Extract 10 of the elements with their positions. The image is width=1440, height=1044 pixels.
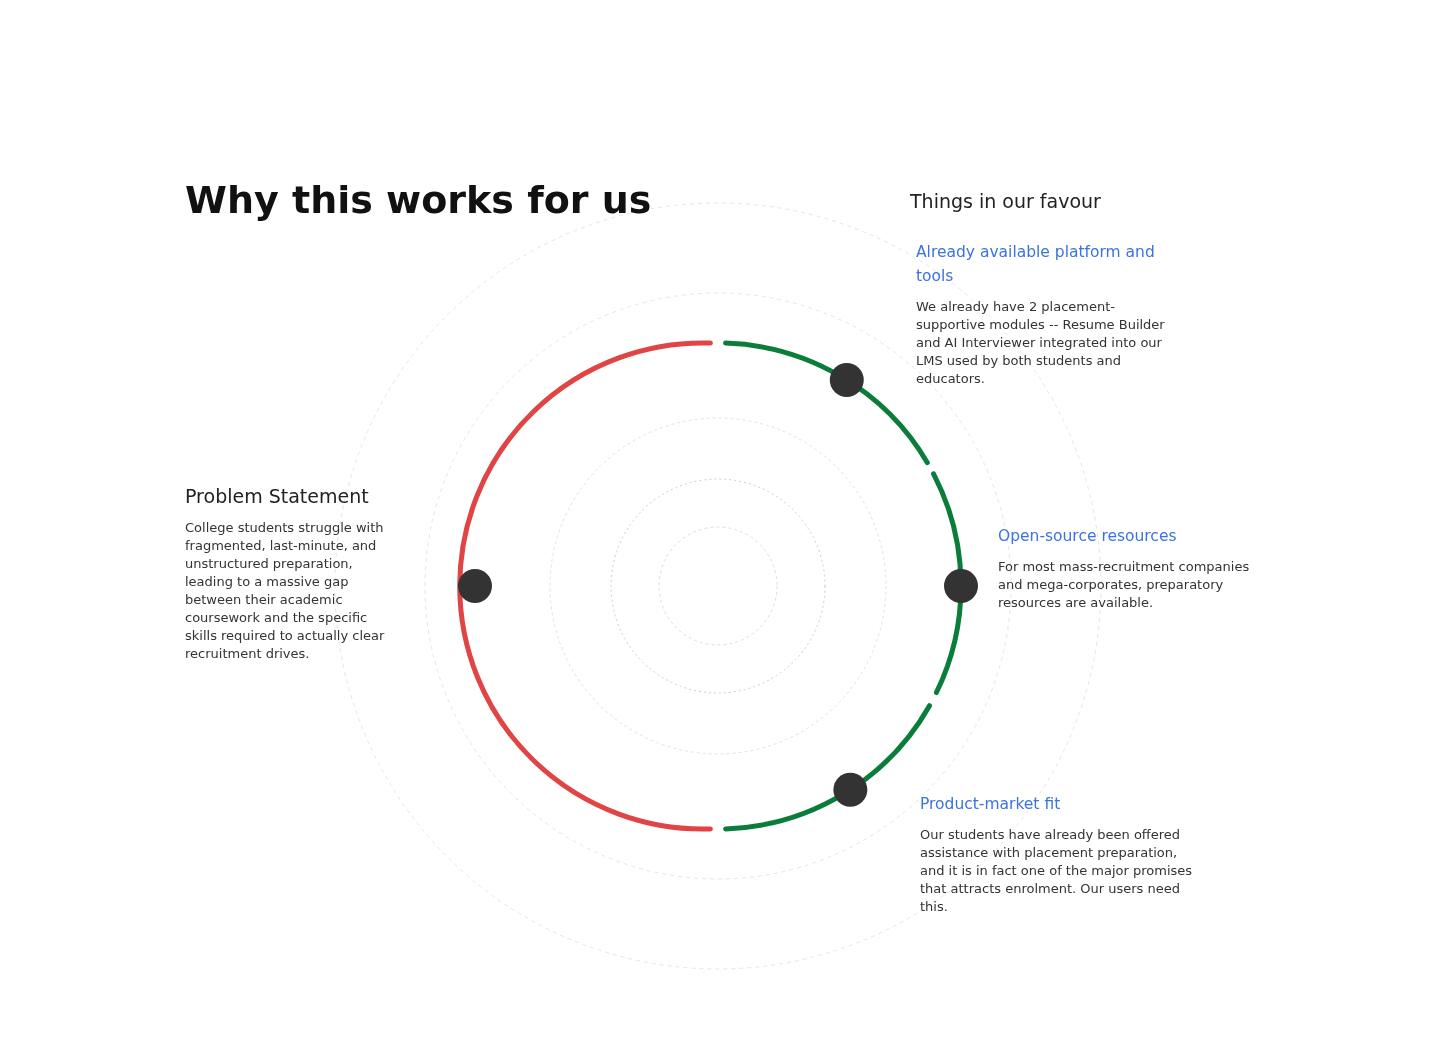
description-text: College students struggle with fragmented, last-minute, and unstructured preparation, leading to a massive gap between their academic coursework and the specific skills required to actually clear recruitment drives. <box>185 519 386 663</box>
section-heading: Things in our favour <box>910 190 1101 212</box>
block-heading: Open-source resources <box>998 526 1178 547</box>
description-text: We already have 2 placement-supportive modules -- Resume Builder and AI Interviewer integrated into our LMS used by both students and educators. <box>916 298 1166 388</box>
block-heading: Problem Statement <box>185 485 370 507</box>
block-heading: Product-market fit <box>920 794 1062 815</box>
slide-title: Why this works for us <box>185 178 652 222</box>
description-text: For most mass-recruitment companies and mega-corporates, preparatory resources are available. <box>998 558 1251 612</box>
description-text: Our students have already been offered assistance with placement preparation, and it is in fact one of the major promises that attracts enrolment. Our users need this. <box>920 826 1194 916</box>
block-heading: Already available platform and tools <box>916 242 1156 287</box>
